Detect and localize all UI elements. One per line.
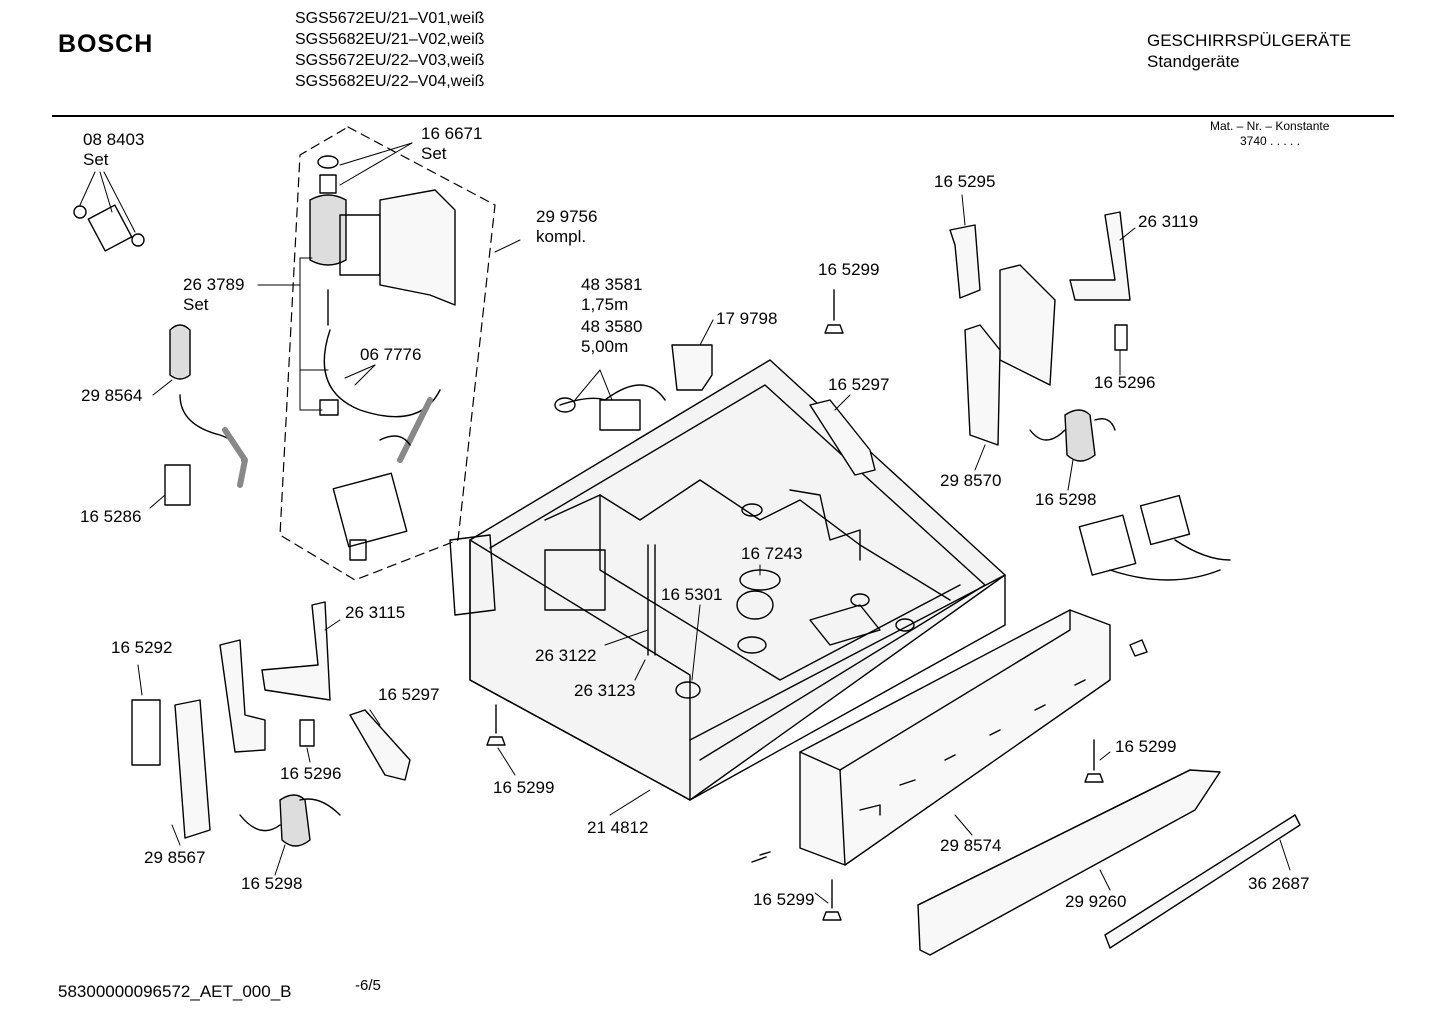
part-label-165286: 16 5286 <box>80 507 142 526</box>
model-line: SGS5682EU/21–V02,weiß <box>295 31 485 48</box>
brand-logo: BOSCH <box>58 30 154 58</box>
power-cable <box>554 344 713 431</box>
part-label-165298-right: 16 5298 <box>1035 490 1097 509</box>
part-label-165298-left: 16 5298 <box>241 874 303 893</box>
part-label-165296-right: 16 5296 <box>1094 373 1156 392</box>
part-label-165299-bottom: 16 5299 <box>753 890 815 909</box>
header-divider <box>52 115 1394 117</box>
part-label-214812: 21 4812 <box>587 818 649 837</box>
leader-lines <box>79 142 1291 904</box>
document-id: 58300000096572_AET_000_B <box>58 982 292 1001</box>
page-number: -6/5 <box>355 977 381 994</box>
category-line1: GESCHIRRSPÜLGERÄTE <box>1147 31 1352 50</box>
part-label-298574: 29 8574 <box>940 836 1002 855</box>
category-title: GESCHIRRSPÜLGERÄTE Standgeräte <box>1147 30 1351 72</box>
part-label-165297-left: 16 5297 <box>378 685 440 704</box>
part-label-263123: 26 3123 <box>574 681 636 700</box>
part-label-165296-left: 16 5296 <box>280 764 342 783</box>
model-line: SGS5672EU/22–V03,weiß <box>295 52 485 69</box>
part-label-167243: 16 7243 <box>741 544 803 563</box>
hose-set <box>73 204 248 506</box>
part-label-298564: 29 8564 <box>81 386 143 405</box>
right-brackets <box>809 211 1231 657</box>
model-line: SGS5672EU/21–V01,weiß <box>295 10 485 27</box>
part-label-165295: 16 5295 <box>934 172 996 191</box>
material-number-label: Mat. – Nr. – Konstante <box>1210 119 1330 133</box>
part-label-298570: 29 8570 <box>940 471 1002 490</box>
trim-strip <box>1104 814 1301 949</box>
part-label-165299-right: 16 5299 <box>1115 737 1177 756</box>
part-label-165299-left: 16 5299 <box>493 778 555 797</box>
part-label-263119: 26 3119 <box>1138 212 1199 231</box>
part-label-263115: 26 3115 <box>345 603 406 622</box>
model-line: SGS5682EU/22–V04,weiß <box>295 73 485 90</box>
part-label-362687: 36 2687 <box>1248 874 1310 893</box>
model-list: SGS5672EU/21–V01,weiß SGS5682EU/21–V02,w… <box>295 8 484 92</box>
left-brackets <box>131 601 411 847</box>
part-label-298567: 29 8567 <box>144 848 206 867</box>
part-label-067776: 06 7776 <box>360 345 422 364</box>
assembly-outline <box>279 126 496 581</box>
category-line2: Standgeräte <box>1147 52 1240 71</box>
part-label-165299-top: 16 5299 <box>818 260 880 279</box>
valve-assembly <box>309 155 456 561</box>
material-number-value: 3740 . . . . . <box>1240 134 1301 148</box>
screws <box>486 289 1104 921</box>
part-label-179798: 17 9798 <box>716 309 778 328</box>
part-label-165297-right: 16 5297 <box>828 375 890 394</box>
part-label-165301: 16 5301 <box>661 585 723 604</box>
kick-plate <box>917 769 1221 956</box>
part-label-165292: 16 5292 <box>111 638 173 657</box>
front-panel <box>799 609 1111 866</box>
part-label-299260: 29 9260 <box>1065 892 1127 911</box>
part-label-263122: 26 3122 <box>535 646 597 665</box>
